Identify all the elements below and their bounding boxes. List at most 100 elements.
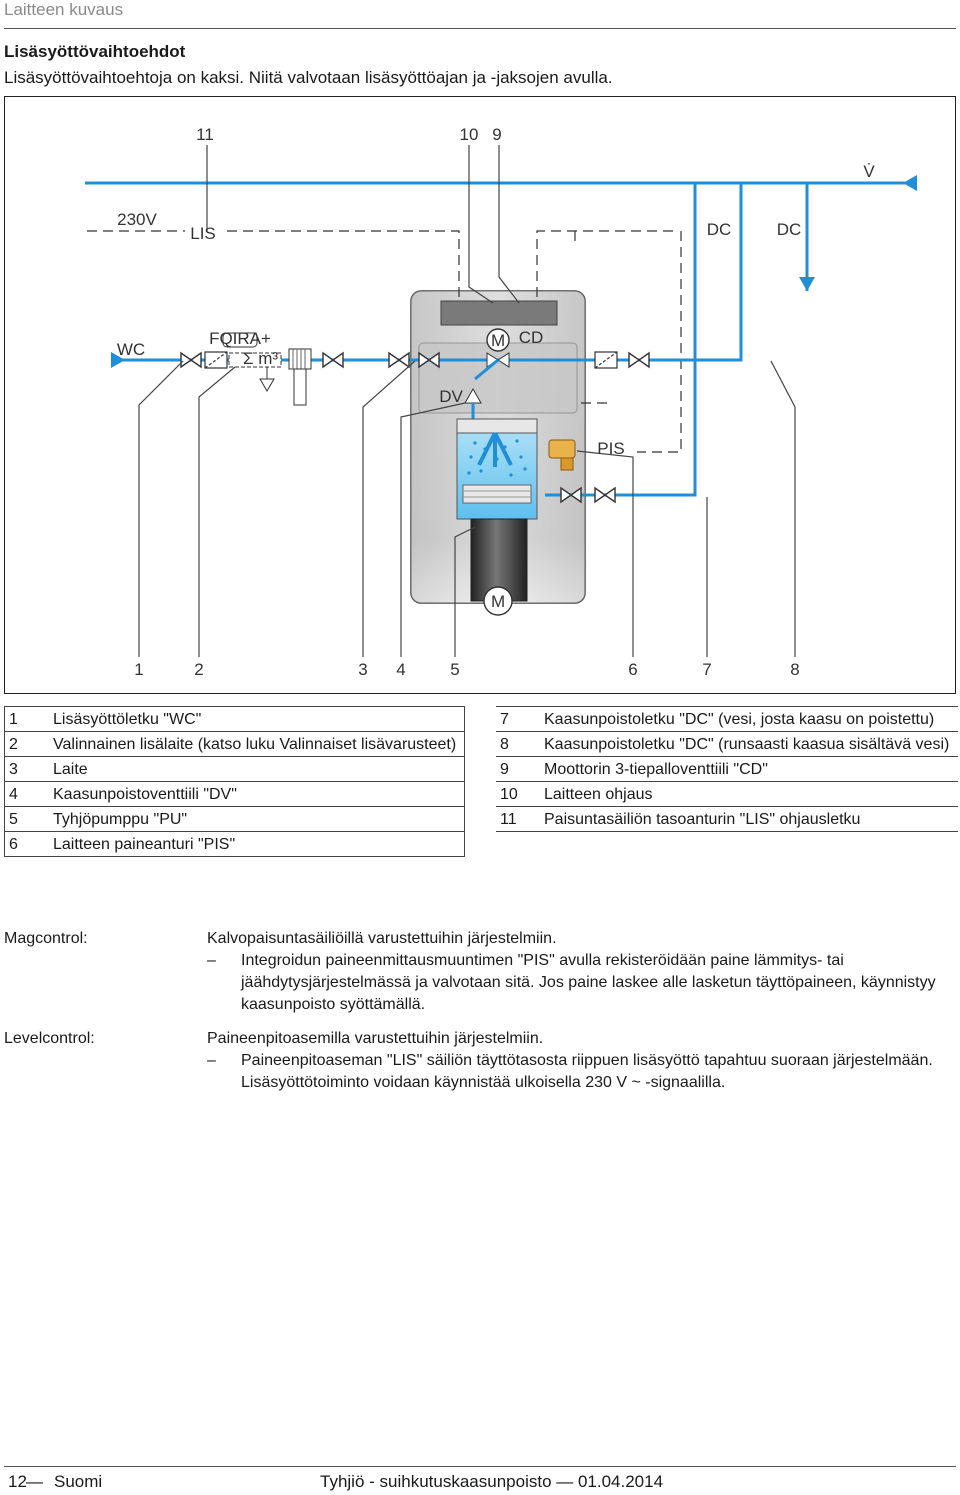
callout-10: 10: [460, 125, 479, 144]
return-line: [565, 183, 743, 362]
callout-8: 8: [790, 660, 799, 679]
vacuum-tank: [456, 418, 538, 520]
note-lead: Paineenpitoasemilla varustettuihin järje…: [207, 1030, 544, 1047]
callout-4: 4: [396, 660, 405, 679]
vacuum-pump: M: [470, 518, 528, 616]
schematic-figure: FQIRA+ Σ m³ M: [4, 96, 956, 694]
legend-num: 4: [4, 781, 47, 807]
legend-num: 9: [496, 756, 538, 782]
valve-icon: [180, 351, 202, 369]
valves: [180, 351, 650, 504]
valve-icon: [418, 351, 440, 369]
motor-m-label: M: [491, 331, 505, 350]
strainer-icon: [204, 351, 618, 369]
footer-dash: —: [26, 1472, 43, 1491]
legend-num: 7: [496, 706, 538, 732]
pis-label: PIS: [597, 439, 624, 458]
legend-num: 11: [496, 806, 538, 832]
callout-5: 5: [450, 660, 459, 679]
note-magcontrol: Magcontrol: Kalvopaisuntasäiliöillä varu…: [4, 928, 954, 1028]
legend-num: 1: [4, 706, 47, 732]
dc-label-1: DC: [707, 220, 732, 239]
legend-text: Laitteen paineanturi "PIS": [47, 831, 465, 857]
wc-inlet-arrow-icon: [111, 352, 125, 368]
note-levelcontrol: Levelcontrol: Paineenpitoasemilla varust…: [4, 1028, 954, 1108]
leader-lines: [138, 145, 796, 657]
legend-text: Paisuntasäiliön tasoanturin "LIS" ohjaus…: [538, 806, 958, 832]
wc-label: WC: [117, 340, 145, 359]
dc-arrow-icon: [799, 277, 815, 291]
note-body: Kalvopaisuntasäiliöillä varustettuihin j…: [207, 928, 947, 1016]
footer-language: Suomi: [54, 1472, 103, 1491]
flow-arrow-icon: [903, 175, 917, 191]
legend-text: Kaasunpoistoventtiili "DV": [47, 781, 465, 807]
legend-text: Laitteen ohjaus: [538, 781, 958, 807]
note-lead: Kalvopaisuntasäiliöillä varustettuihin j…: [207, 930, 557, 947]
legend-num: 6: [4, 831, 47, 857]
callout-2: 2: [194, 660, 203, 679]
signal-lines: [87, 230, 682, 453]
legend-text: Tyhjöpumppu "PU": [47, 806, 465, 832]
motor-valve-cd: M: [474, 328, 510, 381]
footer-rule: [4, 1466, 956, 1467]
note-item-text: Paineenpitoaseman "LIS" säiliön täyttöta…: [241, 1052, 933, 1091]
note-term: Magcontrol:: [4, 930, 88, 947]
section-title: Lisäsyöttövaihtoehdot: [4, 42, 186, 61]
legend-text: Laite: [47, 756, 465, 782]
voltage-label: 230V: [117, 210, 157, 229]
valve-icon: [322, 351, 344, 369]
flow-rate-label: V̇: [863, 162, 875, 181]
note-dash: –: [207, 952, 216, 969]
control-notes: Magcontrol: Kalvopaisuntasäiliöillä varu…: [4, 928, 954, 1108]
legend-text: Lisäsyöttöletku "WC": [47, 706, 465, 732]
callout-7: 7: [702, 660, 711, 679]
header-rule: [4, 28, 956, 29]
valve-icon: [560, 486, 582, 504]
note-item: – Paineenpitoaseman "LIS" säiliön täyttö…: [207, 1050, 947, 1094]
footer-document: Tyhjiö - suihkutuskaasunpoisto — 01.04.2…: [320, 1472, 664, 1491]
valve-icon: [388, 351, 410, 369]
note-term: Levelcontrol:: [4, 1030, 95, 1047]
valve-icon: [594, 486, 616, 504]
legend-num: 3: [4, 756, 47, 782]
legend-num: 2: [4, 731, 47, 757]
legend-text: Valinnainen lisälaite (katso luku Valinn…: [47, 731, 465, 757]
callout-1: 1: [134, 660, 143, 679]
callout-6: 6: [628, 660, 637, 679]
sum-label: Σ m³: [243, 349, 278, 368]
note-body: Paineenpitoasemilla varustettuihin järje…: [207, 1028, 947, 1094]
pump-m-label: M: [491, 592, 505, 611]
note-item-text: Integroidun paineenmittausmuuntimen "PIS…: [241, 952, 936, 1013]
hose-connector-icon: [288, 348, 312, 406]
note-dash: –: [207, 1052, 216, 1069]
valve-icon: [628, 351, 650, 369]
callout-11: 11: [196, 125, 214, 144]
callout-9: 9: [492, 125, 501, 144]
legend-num: 10: [496, 781, 538, 807]
legend-text: Kaasunpoistoletku "DC" (vesi, josta kaas…: [538, 706, 958, 732]
flow-meter-icon: FQIRA+ Σ m³: [209, 329, 282, 392]
callout-3: 3: [358, 660, 367, 679]
legend-num: 5: [4, 806, 47, 832]
lis-label: LIS: [190, 224, 216, 243]
dv-label: DV: [439, 387, 463, 406]
cd-label: CD: [519, 328, 544, 347]
schematic-svg: FQIRA+ Σ m³ M: [85, 125, 917, 679]
dc-label-2: DC: [777, 220, 802, 239]
section-intro: Lisäsyöttövaihtoehtoja on kaksi. Niitä v…: [4, 68, 613, 87]
legend-num: 8: [496, 731, 538, 757]
note-item: – Integroidun paineenmittausmuuntimen "P…: [207, 950, 947, 1016]
